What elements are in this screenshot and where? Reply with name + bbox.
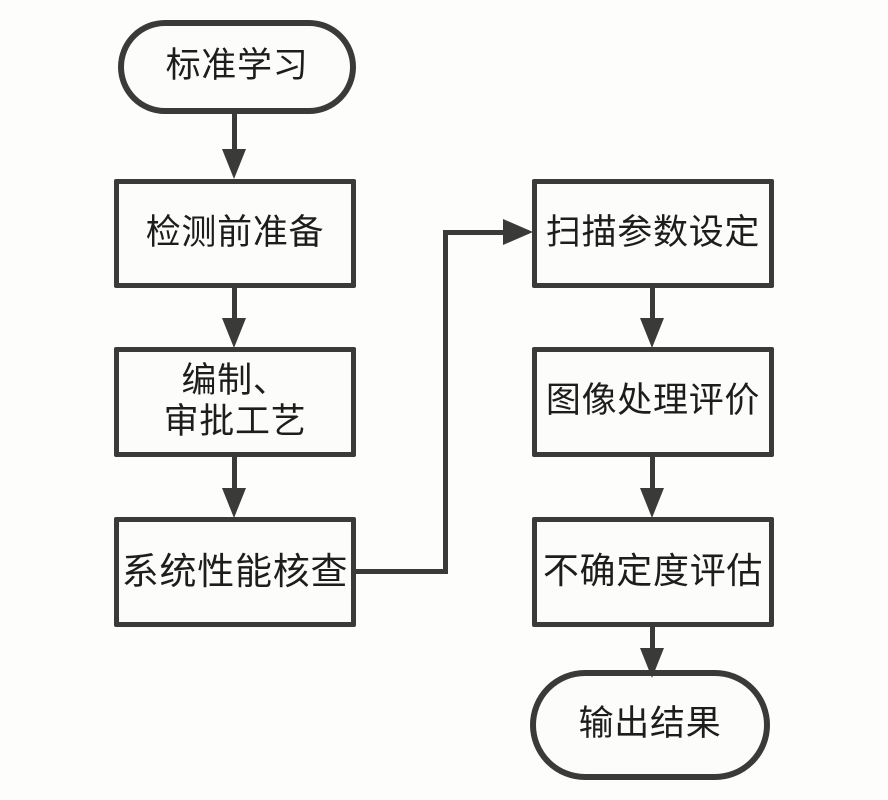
edge-scan-to-image-stem (650, 288, 655, 319)
node-system-performance-check[interactable]: 系统性能核查 (114, 517, 356, 627)
node-output-result[interactable]: 输出结果 (530, 670, 770, 780)
node-image-processing-evaluation[interactable]: 图像处理评价 (532, 347, 774, 457)
edge-syscheck-to-scan-arrowhead (503, 219, 533, 245)
edge-draft-to-syscheck-arrowhead (222, 488, 246, 518)
node-start-label: 标准学习 (165, 46, 309, 87)
node-uncertainty-assessment[interactable]: 不确定度评估 (532, 517, 774, 627)
node-pre-inspection-preparation-label: 检测前准备 (145, 212, 325, 253)
edge-scan-to-image-arrowhead (640, 318, 664, 348)
node-image-processing-evaluation-label: 图像处理评价 (545, 381, 761, 422)
edge-start-to-prep-stem (232, 112, 237, 150)
edge-uncert-to-output-stem (650, 627, 655, 651)
edge-draft-to-syscheck-stem (232, 457, 237, 488)
edge-uncert-to-output-arrowhead (640, 648, 664, 678)
node-system-performance-check-label: 系统性能核查 (121, 550, 349, 594)
edge-prep-to-draft-arrowhead (222, 318, 246, 348)
node-uncertainty-assessment-label: 不确定度评估 (542, 550, 764, 592)
node-start[interactable]: 标准学习 (118, 20, 356, 114)
node-output-result-label: 输出结果 (578, 704, 722, 745)
node-scan-parameter-setting-label: 扫描参数设定 (545, 212, 761, 253)
edge-image-to-uncert-stem (650, 457, 655, 488)
node-scan-parameter-setting[interactable]: 扫描参数设定 (532, 179, 774, 288)
edge-image-to-uncert-arrowhead (640, 488, 664, 518)
edge-syscheck-to-scan-segment-up (443, 230, 448, 574)
edge-syscheck-to-scan-segment-in (443, 230, 505, 235)
edge-prep-to-draft-stem (232, 288, 237, 319)
node-draft-approve-process-label: 编制、 审批工艺 (163, 360, 307, 442)
node-pre-inspection-preparation[interactable]: 检测前准备 (114, 179, 356, 288)
edge-syscheck-to-scan-segment-right (356, 569, 448, 574)
edge-start-to-prep-arrowhead (222, 149, 246, 179)
node-draft-approve-process[interactable]: 编制、 审批工艺 (114, 347, 356, 457)
